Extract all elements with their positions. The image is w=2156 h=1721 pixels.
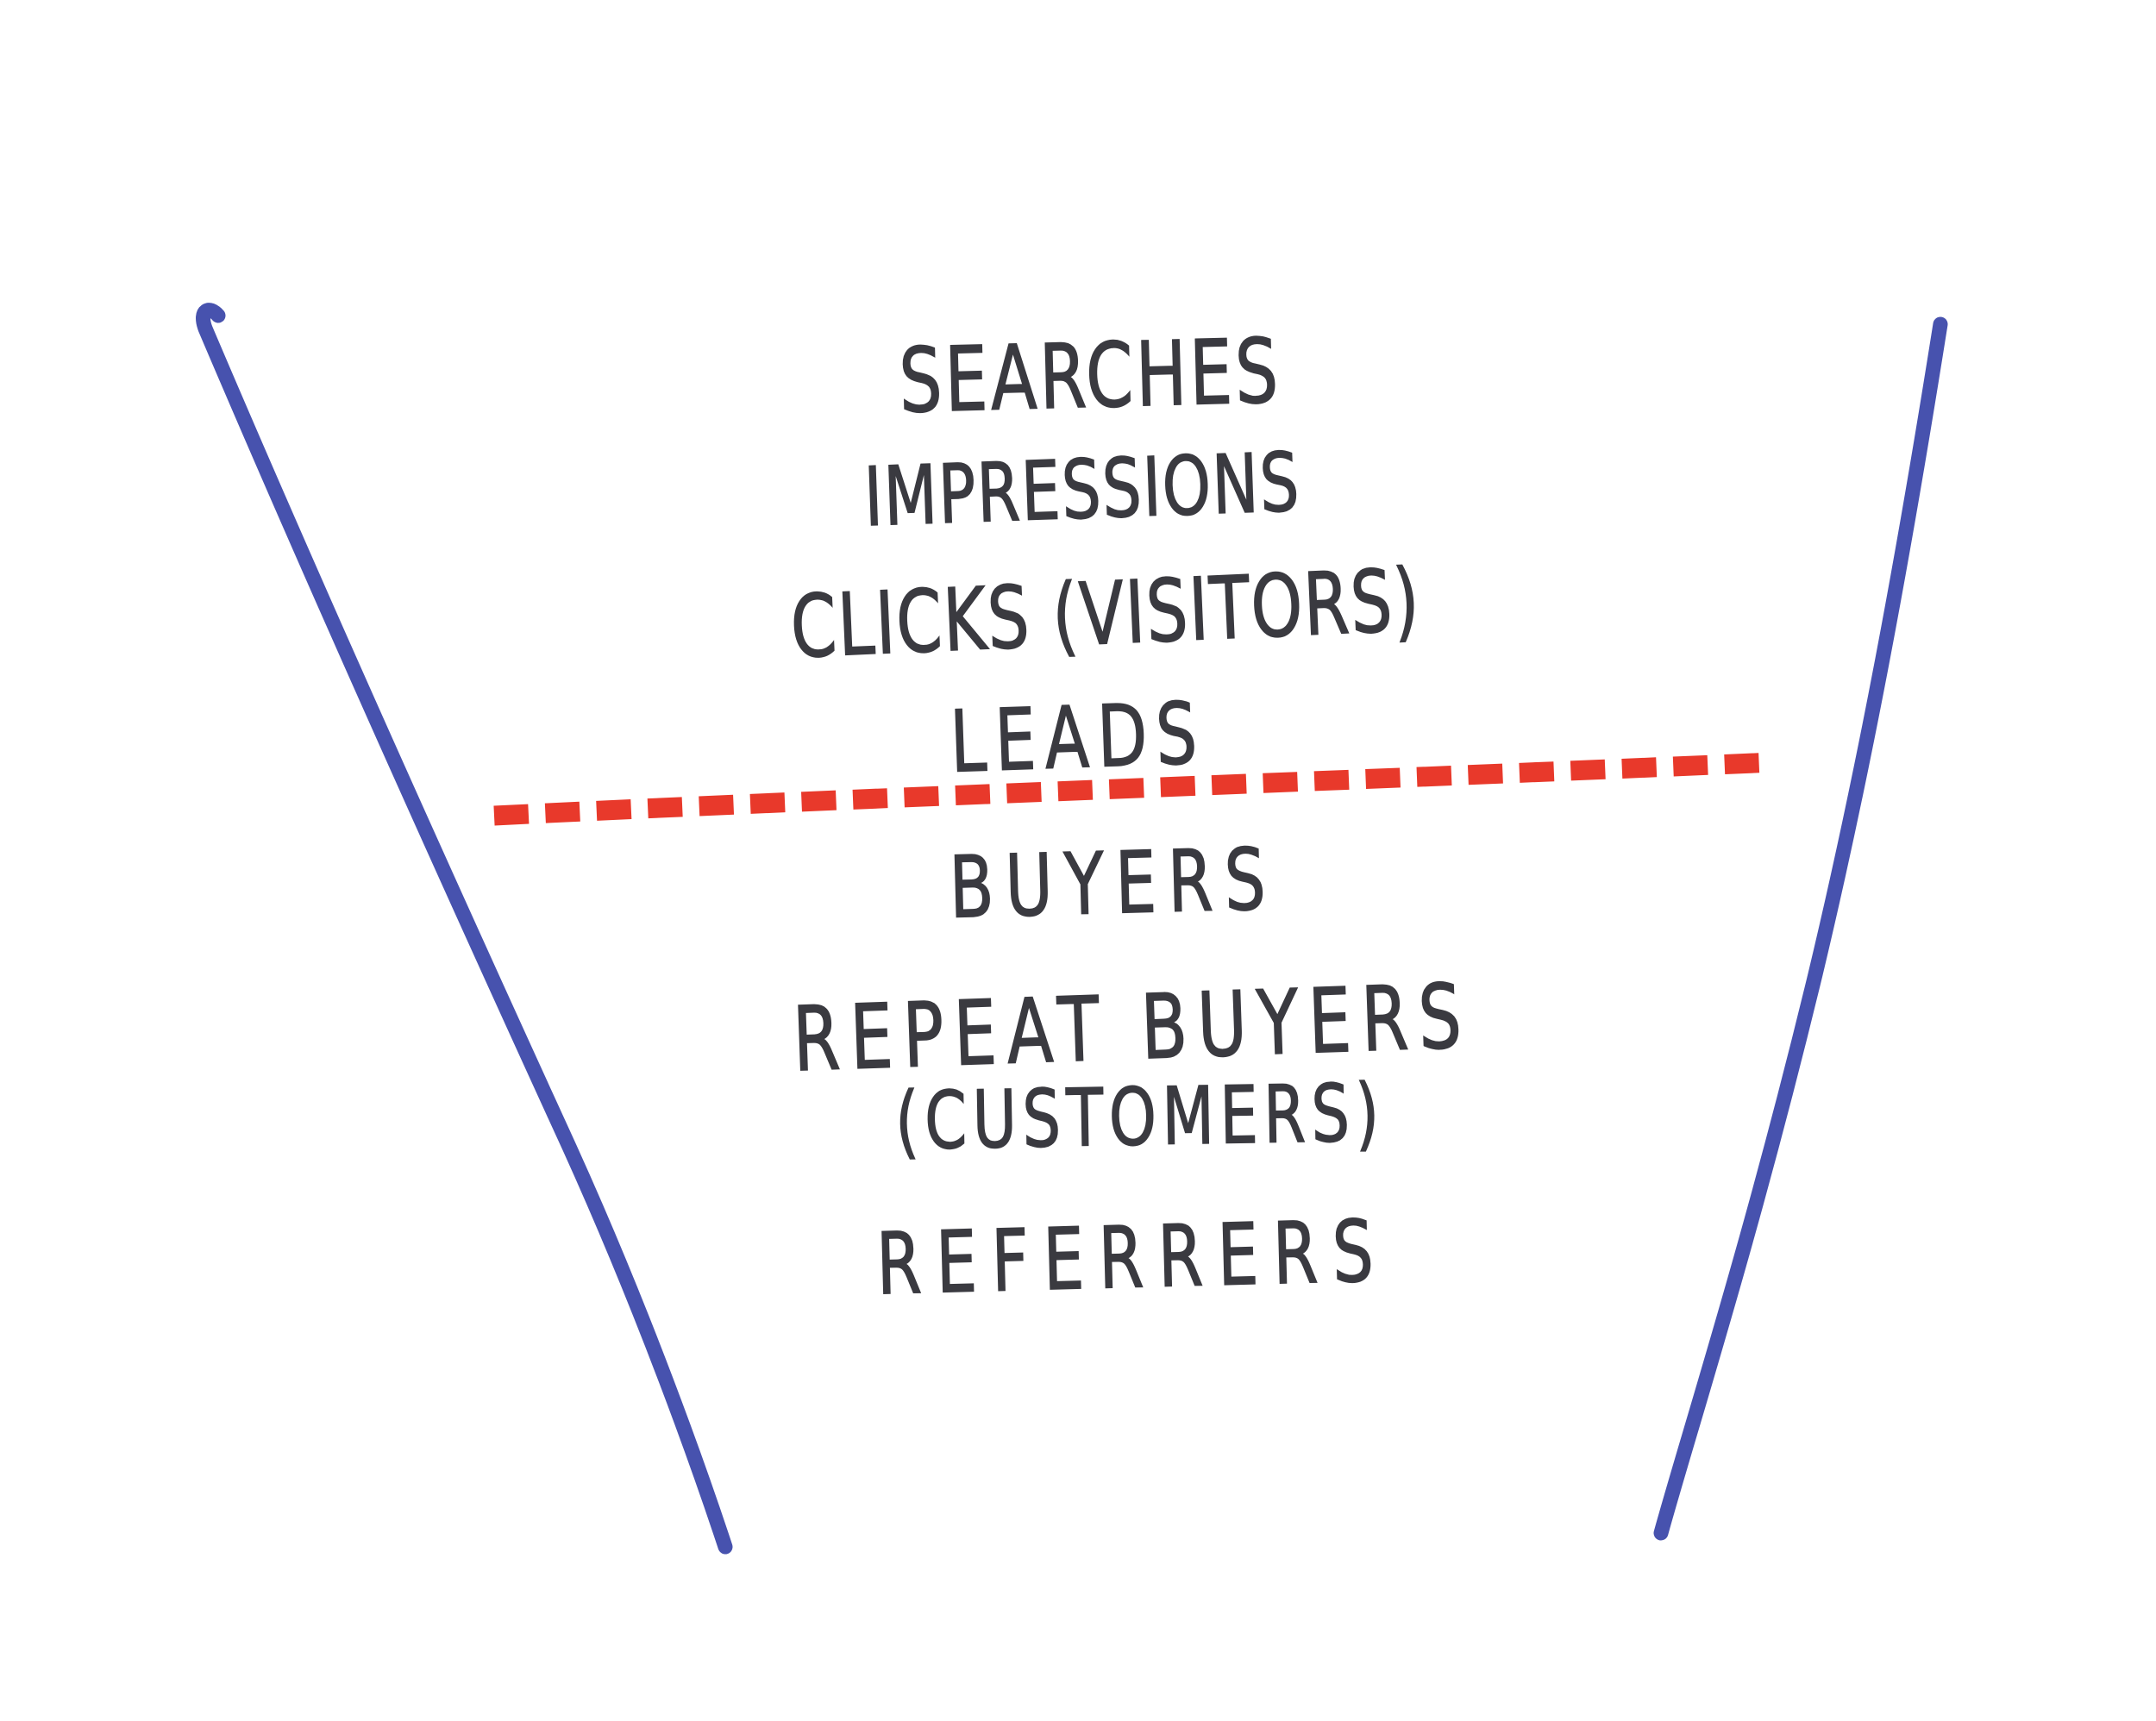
stage-label-referrers: REFERRERS: [874, 1200, 1389, 1314]
funnel-right-line: [1653, 316, 1948, 1541]
threshold-dashed-line: [493, 752, 1776, 826]
stage-label-clicks-visitors: CLICKS (VISITORS): [788, 549, 1423, 679]
stage-label-searches: SEARCHES: [897, 319, 1282, 434]
stage-label-leads: LEADS: [948, 683, 1207, 792]
stage-label-impressions: IMPRESSIONS: [862, 435, 1303, 546]
stage-label-customers: (CUSTOMERS): [894, 1067, 1387, 1169]
stage-label-buyers: BUYERS: [948, 829, 1279, 938]
funnel-left-line: [196, 303, 733, 1555]
